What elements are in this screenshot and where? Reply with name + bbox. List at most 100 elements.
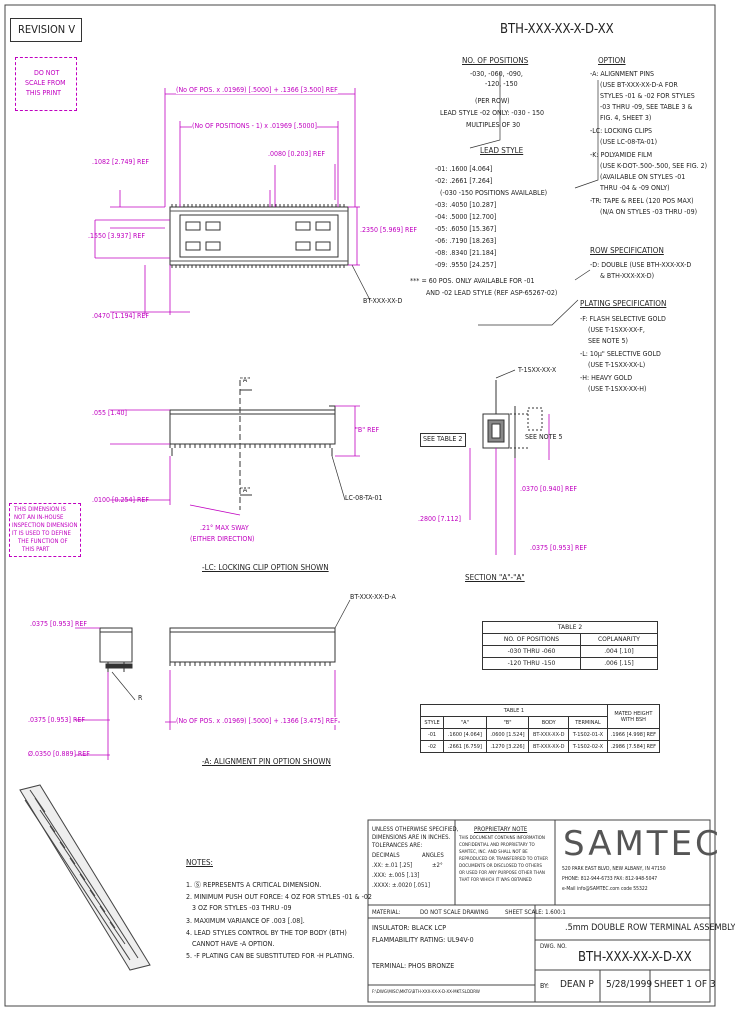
option-line: (USE LC-08-TA-01) xyxy=(600,138,658,146)
positions-line: -030, -060, -090, xyxy=(470,70,523,78)
positions-line: -120, -150 xyxy=(485,80,518,88)
part-number-title: BTH-XXX-XX-X-D-XX xyxy=(500,22,614,37)
note-item: 2. MINIMUM PUSH OUT FORCE: 4 OZ FOR STYL… xyxy=(186,893,372,901)
plating-heading: PLATING SPECIFICATION xyxy=(580,299,667,308)
plating-line: -L: 10µ" SELECTIVE GOLD xyxy=(580,350,661,358)
company-logo: SAMTEC xyxy=(563,824,722,864)
tb-tol: .XXX: ±.005 [.13] xyxy=(372,872,420,879)
tb-dwg-no: BTH-XXX-XX-X-D-XX xyxy=(578,950,692,965)
table-2-cell: .006 [.15] xyxy=(579,657,659,670)
positions-line: MULTIPLES OF 30 xyxy=(466,121,521,129)
plating-line: (USE T-1SXX-XX-L) xyxy=(588,361,646,369)
tb-tol: ANGLES xyxy=(422,852,444,859)
tb-unless: UNLESS OTHERWISE SPECIFIED, xyxy=(372,826,459,833)
tb-do-not-scale: DO NOT SCALE DRAWING xyxy=(420,909,489,916)
table-2-title: TABLE 2 xyxy=(482,621,658,634)
tb-address: PHONE: 812-944-6733 FAX: 812-948-5047 xyxy=(562,876,658,882)
tb-description: .5mm DOUBLE ROW TERMINAL ASSEMBLY xyxy=(565,923,735,933)
table-1-header: TERMINAL xyxy=(568,716,608,729)
option-line: -A: ALIGNMENT PINS xyxy=(590,70,655,78)
table-1-header: "A" xyxy=(443,716,487,729)
note-item: 3. MAXIMUM VARIANCE OF .003 [.08]. xyxy=(186,917,305,925)
inhouse-line: IT IS USED TO DEFINE xyxy=(12,530,71,537)
dim-b-ref: "B" REF xyxy=(355,426,380,434)
tb-unless: DIMENSIONS ARE IN INCHES. xyxy=(372,834,451,841)
lead-note: AND -02 LEAD STYLE (REF ASP-65267-02) xyxy=(426,289,558,297)
table-2-cell: .004 [.10] xyxy=(579,645,659,658)
lead-style: (-030 -150 POSITIONS AVAILABLE) xyxy=(440,189,548,197)
tb-prop-line: SAMTEC, INC. AND SHALL NOT BE xyxy=(459,850,528,855)
do-not-scale-line: THIS PRINT xyxy=(26,89,62,97)
note-item: 3 OZ FOR STYLES -03 THRU -09 xyxy=(186,904,292,912)
tb-insulator: INSULATOR: BLACK LCP xyxy=(372,924,447,932)
table-2-cell: -030 THRU -060 xyxy=(482,645,581,658)
option-line: (USE K-DOT-.500-.500, SEE FIG. 2) xyxy=(600,162,708,170)
note-item: 5. -F PLATING CAN BE SUBSTITUTED FOR -H … xyxy=(186,952,355,960)
tb-sheet: SHEET 1 OF 3 xyxy=(654,979,716,990)
tb-tol: .XXXX: ±.0020 [.051] xyxy=(372,882,430,889)
option-line: -LC: LOCKING CLIPS xyxy=(590,127,653,135)
dim-0080: .0080 [0.203] REF xyxy=(268,150,325,158)
plating-line: -H: HEAVY GOLD xyxy=(580,374,633,382)
lead-style: -09: .9550 [24.257] xyxy=(435,261,497,269)
revision-label: REVISION V xyxy=(18,23,76,36)
table-1-cell: .1600 [4.064] xyxy=(443,728,487,741)
dim-2800: .2800 [7.112] xyxy=(418,515,461,523)
dim-1082: .1082 [2.749] REF xyxy=(92,158,149,166)
lead-style: -02: .2661 [7.264] xyxy=(435,177,493,185)
isometric-connector xyxy=(19,784,151,971)
section-view xyxy=(482,380,543,458)
table-1-cell: .2661 [6.759] xyxy=(443,740,487,753)
bt-label: BT-XXX-XX-D xyxy=(363,297,403,305)
title-block-lines xyxy=(367,819,711,1003)
lead-style: -03: .4050 [10.287] xyxy=(435,201,497,209)
lead-style: -01: .1600 [4.064] xyxy=(435,165,493,173)
bt-a-label: BT-XXX-XX-D-A xyxy=(350,593,396,601)
tb-flammability: FLAMMABILITY RATING: UL94V-0 xyxy=(372,936,474,944)
notes-heading: NOTES: xyxy=(186,858,213,867)
dim-0370: .0370 [0.940] REF xyxy=(520,485,577,493)
dim-0350: Ø.0350 [0.889] REF xyxy=(28,750,90,758)
dim-0375: .0375 [0.953] REF xyxy=(530,544,587,552)
option-line: FIG. 4, SHEET 3) xyxy=(600,114,652,122)
tb-address: 520 PARK EAST BLVD, NEW ALBANY, IN 47150 xyxy=(562,866,666,872)
option-heading: OPTION xyxy=(598,56,626,65)
sway-label: (EITHER DIRECTION) xyxy=(190,535,255,543)
plating-line: -F: FLASH SELECTIVE GOLD xyxy=(580,315,666,323)
lead-style: -08: .8340 [21.184] xyxy=(435,249,497,257)
option-line: -K: POLYAMIDE FILM xyxy=(590,151,653,159)
tb-address: e-Mail info@SAMTEC.com code 55322 xyxy=(562,886,648,892)
dim-2350: .2350 [5.969] REF xyxy=(360,226,417,234)
tb-date: 5/28/1999 xyxy=(606,979,653,990)
table-1-header: BODY xyxy=(528,716,570,729)
lead-style: -04: .5000 [12.700] xyxy=(435,213,497,221)
inhouse-line: THIS DIMENSION IS xyxy=(14,506,66,513)
row-line: & BTH-XXX-XX-D) xyxy=(600,272,655,280)
drawing-canvas xyxy=(4,4,716,1007)
note-item: CANNOT HAVE -A OPTION. xyxy=(186,940,275,948)
tb-prop-line: DOCUMENTS OR DISCLOSED TO OTHERS xyxy=(459,864,542,869)
table-1-cell: -01 xyxy=(419,728,445,741)
do-not-scale-line: DO NOT xyxy=(34,69,60,77)
lead-note: *** = 60 POS. ONLY AVAILABLE FOR -01 xyxy=(410,277,535,285)
option-line: (N/A ON STYLES -03 THRU -09) xyxy=(600,208,698,216)
tb-dwg-no-label: DWG. NO. xyxy=(540,943,567,950)
inhouse-box xyxy=(9,503,81,557)
tb-prop-line: CONFIDENTIAL AND PROPRIETARY TO xyxy=(459,843,535,848)
caption-lc: -LC: LOCKING CLIP OPTION SHOWN xyxy=(202,563,329,572)
table-1-header: "B" xyxy=(485,716,530,729)
table-1-cell: BT-XXX-XX-D xyxy=(528,728,570,741)
tb-prop-line: THAT FOR WHICH IT WAS OBTAINED xyxy=(459,878,532,883)
dim-1550: .1550 [3.937] REF xyxy=(88,232,145,240)
positions-heading: NO. OF POSITIONS xyxy=(462,56,529,65)
table-2-header: NO. OF POSITIONS xyxy=(482,633,581,646)
terminal-label: T-1SXX-XX-X xyxy=(518,366,557,374)
dim-055: .055 [1.40] xyxy=(92,409,127,417)
caption-align-pin: -A: ALIGNMENT PIN OPTION SHOWN xyxy=(202,757,331,766)
note-item: 1. Ⓢ REPRESENTS A CRITICAL DIMENSION. xyxy=(186,881,322,889)
tb-tol: DECIMALS xyxy=(372,852,400,859)
lc-label: LC-08-TA-01 xyxy=(345,494,383,502)
note-item: 4. LEAD STYLES CONTROL BY THE TOP BODY (… xyxy=(186,929,347,937)
row-heading: ROW SPECIFICATION xyxy=(590,246,664,255)
table-2-header: COPLANARITY xyxy=(579,633,659,646)
